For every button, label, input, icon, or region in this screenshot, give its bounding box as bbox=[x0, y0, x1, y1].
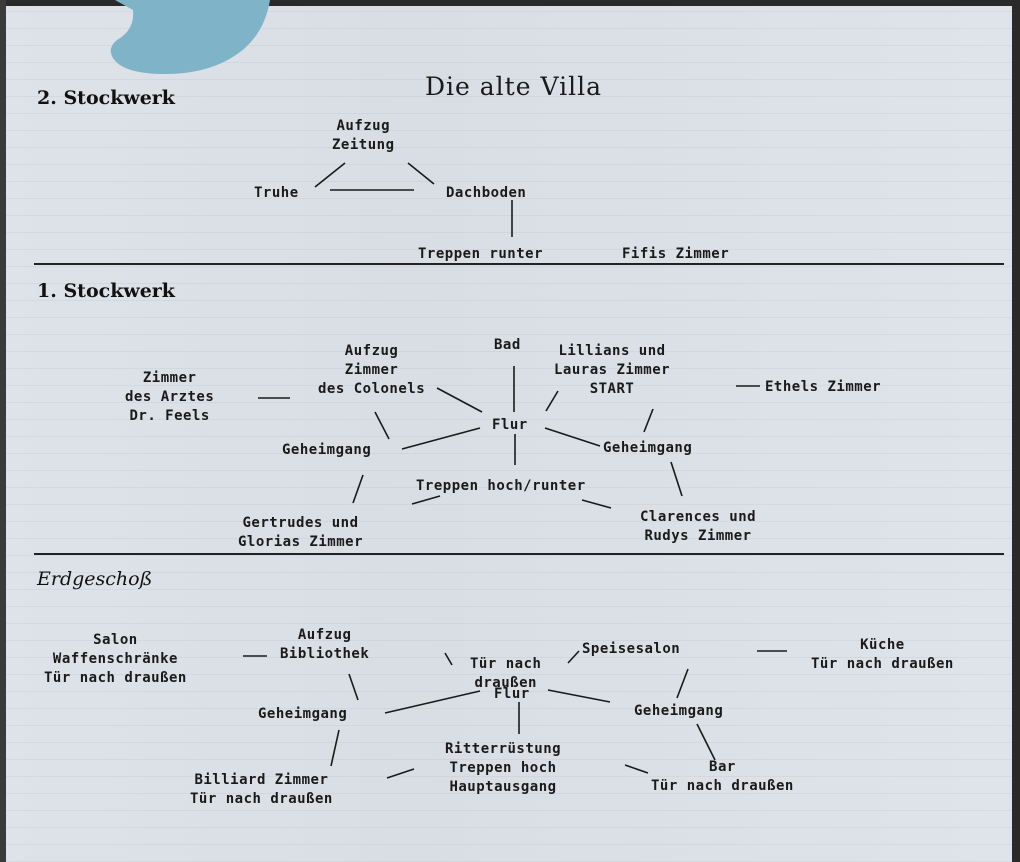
node-geheimgang-ground-left: Geheimgang bbox=[258, 706, 348, 722]
node-flur-1: Flur bbox=[492, 417, 528, 433]
top-edge bbox=[0, 0, 1020, 6]
line-bibliothek-geheim bbox=[348, 673, 359, 701]
right-edge bbox=[1012, 0, 1020, 862]
node-geheimgang-1-left: Geheimgang bbox=[282, 442, 372, 458]
node-gertrudes-glorias: Gertrudes und Glorias Zimmer bbox=[238, 515, 364, 550]
node-aufzug-bibliothek: Aufzug Bibliothek bbox=[280, 627, 370, 662]
node-speisesalon: Speisesalon bbox=[582, 641, 681, 657]
node-billiard-zimmer: Billiard Zimmer Tür nach draußen bbox=[190, 772, 333, 807]
foot-illustration-icon bbox=[110, 0, 270, 74]
node-kueche: Küche Tür nach draußen bbox=[811, 637, 954, 672]
node-bar: Bar Tür nach draußen bbox=[651, 759, 794, 794]
line-geheim-clarences bbox=[670, 461, 683, 497]
line-treppen-clarences bbox=[581, 499, 612, 509]
line-geheim-flur-left bbox=[401, 427, 481, 450]
node-bad: Bad bbox=[494, 337, 521, 353]
line-tuer-speisesalon bbox=[567, 650, 580, 664]
node-tuer-nach-draussen-mid: Tür nach draußen bbox=[470, 656, 542, 691]
node-geheimgang-1-right: Geheimgang bbox=[603, 440, 693, 456]
line-geheim-bar bbox=[696, 723, 716, 761]
node-treppen-hoch-runter: Treppen hoch/runter bbox=[416, 478, 586, 494]
node-aufzug-zeitung: Aufzug Zeitung bbox=[332, 118, 395, 153]
diagram-title: Die alte Villa bbox=[425, 72, 602, 101]
line-bibliothek-tuer bbox=[444, 652, 453, 666]
line-colonel-flur bbox=[436, 387, 483, 413]
node-clarences-rudys: Clarences und Rudys Zimmer bbox=[640, 509, 757, 544]
node-lillians-lauras: Lillians und Lauras Zimmer START bbox=[554, 343, 671, 397]
node-treppen-runter: Treppen runter bbox=[418, 246, 544, 262]
node-truhe: Truhe bbox=[254, 185, 299, 201]
node-geheimgang-ground-right: Geheimgang bbox=[634, 703, 724, 719]
node-dachboden: Dachboden bbox=[446, 185, 527, 201]
heading-floor1: 1. Stockwerk bbox=[37, 280, 175, 302]
line-geheim-gertrudes bbox=[352, 474, 364, 504]
node-flur-ground: Flur bbox=[494, 686, 530, 702]
heading-floor2: 2. Stockwerk bbox=[37, 87, 175, 109]
heading-ground: Erdgeschoß bbox=[37, 568, 153, 590]
line-lillians-geheim bbox=[643, 408, 654, 433]
line-billiard-ritter bbox=[386, 768, 415, 779]
node-salon: Salon Waffenschränke Tür nach draußen bbox=[44, 632, 187, 686]
line-aufzug-dachboden bbox=[407, 162, 435, 185]
line-geheim-billiard bbox=[330, 729, 340, 767]
node-fifis-zimmer: Fifis Zimmer bbox=[622, 246, 730, 262]
node-aufzug-colonel: Aufzug Zimmer des Colonels bbox=[318, 343, 426, 397]
line-flur-geheim-right bbox=[544, 427, 601, 447]
line-flur-geheim-right bbox=[547, 689, 611, 703]
left-edge bbox=[0, 0, 6, 862]
node-ritterruestung: Ritterrüstung Treppen hoch Hauptausgang bbox=[445, 741, 562, 795]
divider-floor1 bbox=[34, 553, 1004, 555]
line-lillians-flur bbox=[545, 390, 559, 412]
line-truhe-aufzug bbox=[314, 162, 346, 188]
line-gertrudes-treppen bbox=[411, 495, 441, 505]
line-ritter-bar bbox=[624, 764, 649, 774]
line-speise-geheim bbox=[676, 668, 689, 699]
divider-floor2 bbox=[34, 263, 1004, 265]
line-colonel-geheim bbox=[374, 411, 390, 440]
node-ethels-zimmer: Ethels Zimmer bbox=[765, 379, 882, 395]
node-zimmer-arzt: Zimmer des Arztes Dr. Feels bbox=[125, 370, 215, 424]
line-geheim-flur-left bbox=[384, 690, 481, 714]
